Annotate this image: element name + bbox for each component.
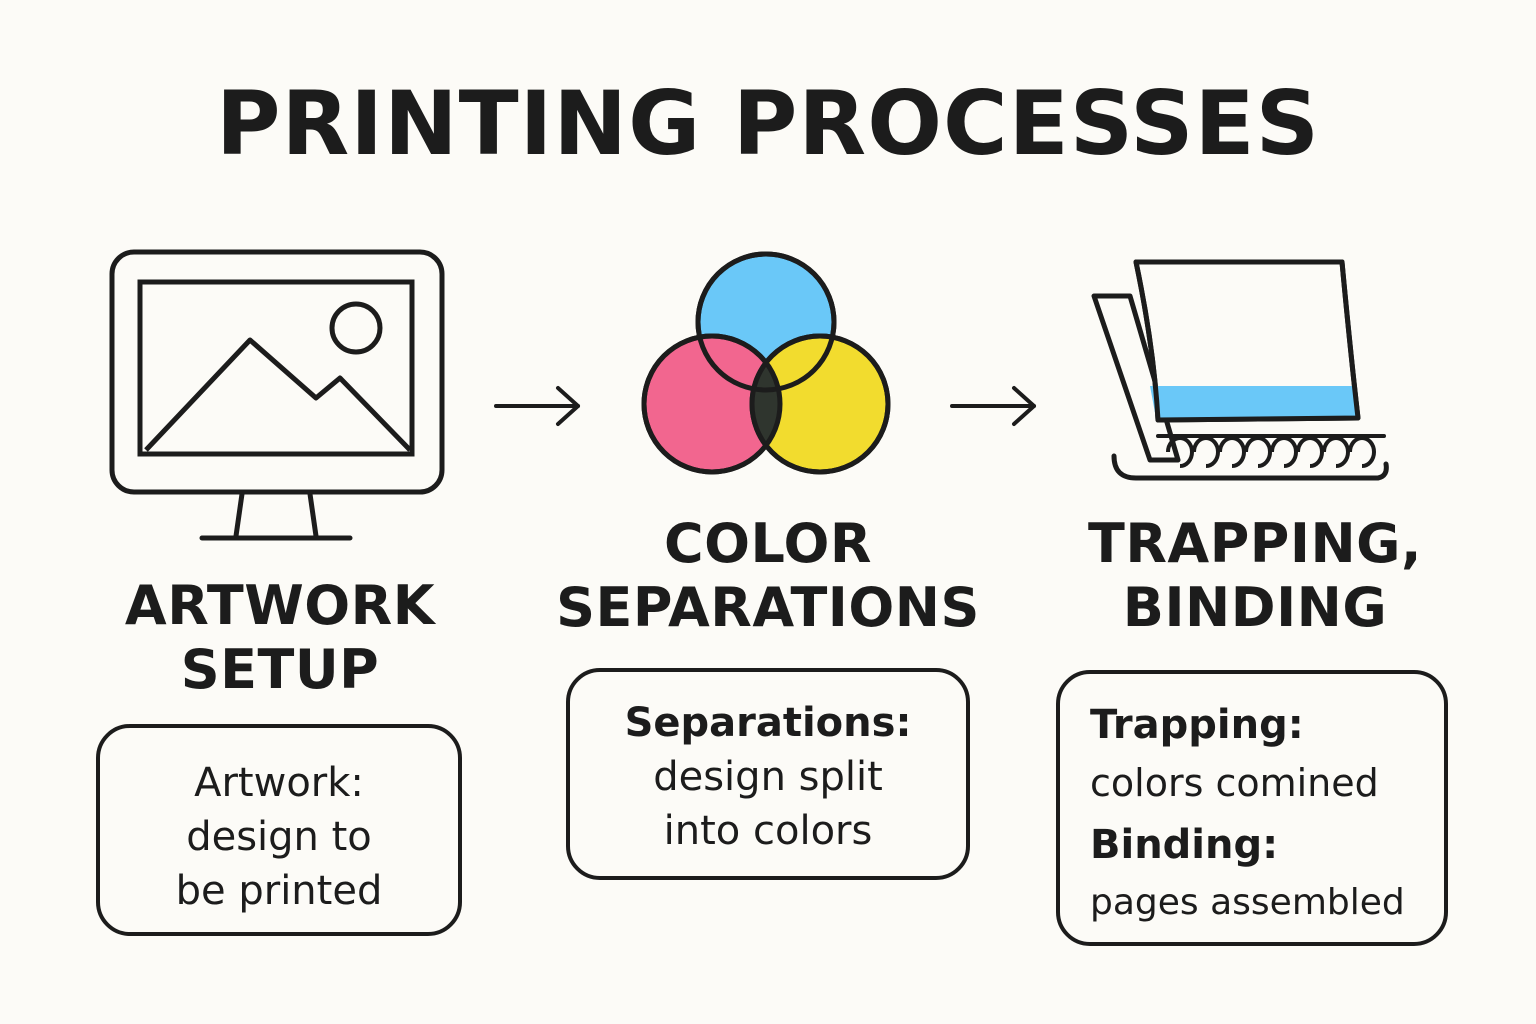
card-description: design split	[653, 754, 883, 800]
step-heading-artwork-setup: ARTWORK SETUP	[124, 574, 436, 701]
step-card-trapping-binding: Trapping: colors comined Binding: pages …	[1056, 670, 1448, 946]
card-description: into colors	[663, 808, 873, 854]
book-binding-icon	[1091, 259, 1389, 481]
card-description: colors comined	[1090, 761, 1379, 805]
page-title: PRINTING PROCESSES	[216, 72, 1320, 175]
card-description: be printed	[175, 868, 383, 914]
card-term: Trapping:	[1090, 702, 1304, 748]
arrow-right-icon	[494, 386, 580, 426]
step-card-artwork: Artwork: design to be printed	[96, 724, 462, 936]
color-circles-icon	[641, 251, 891, 475]
step-card-separations: Separations: design split into colors	[566, 668, 970, 880]
card-description: pages assembled	[1090, 882, 1405, 923]
step-heading-trapping-binding: TRAPPING, BINDING	[1088, 512, 1422, 639]
card-term: Separations:	[624, 700, 912, 746]
monitor-image-icon	[109, 249, 445, 541]
card-term: Artwork:	[194, 760, 364, 806]
card-description: design to	[186, 814, 372, 860]
arrow-right-icon	[950, 386, 1036, 426]
step-heading-color-separations: COLOR SEPARATIONS	[556, 512, 980, 639]
card-term: Binding:	[1090, 822, 1279, 868]
